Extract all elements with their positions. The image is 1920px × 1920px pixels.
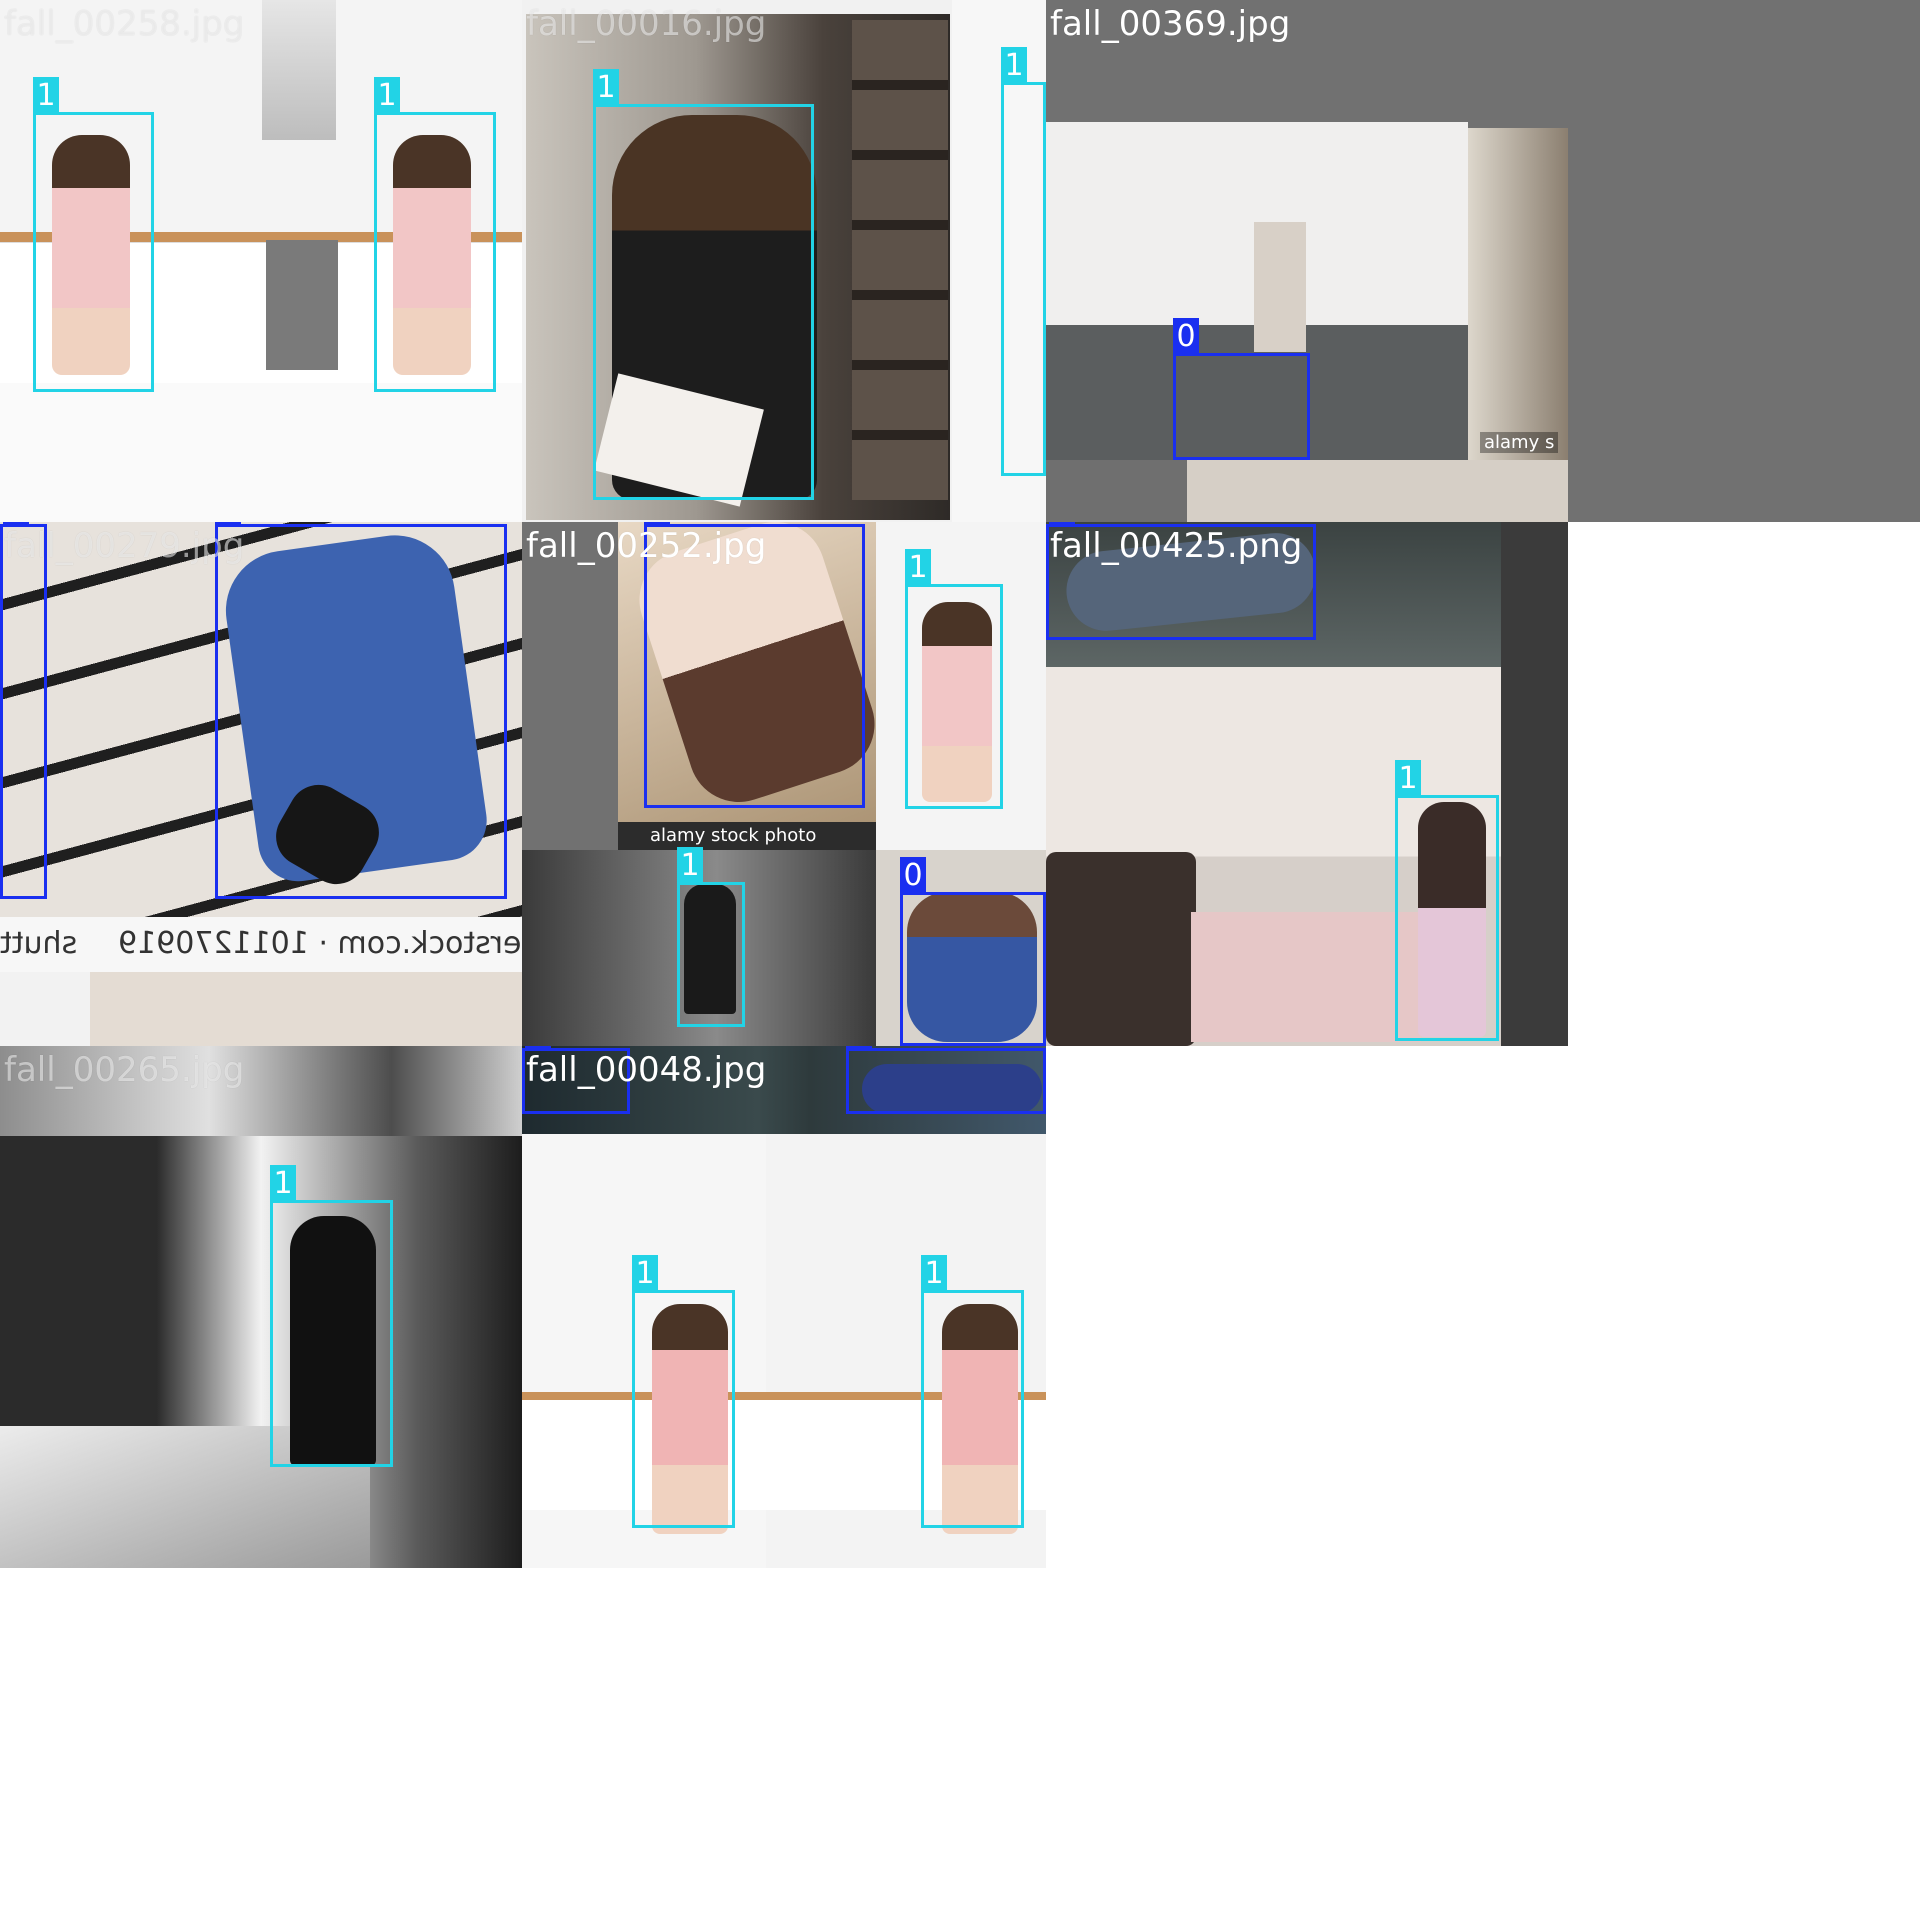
- woman-figure-left: [52, 135, 130, 375]
- tile-title: fall_00425.png: [1050, 526, 1303, 566]
- dark-strip: [1501, 522, 1568, 1046]
- bookshelf: [852, 20, 948, 500]
- tile-fall-00048: fall_00048.jpg 0 0 1 1: [522, 1046, 1046, 1568]
- class-label: 1: [593, 69, 619, 107]
- class-label: 0: [1173, 318, 1199, 356]
- library-strip: [1468, 128, 1568, 460]
- bottom-strip: [1046, 460, 1568, 522]
- fall-bounding-box: 0: [900, 857, 1046, 1046]
- range-hood: [262, 0, 336, 140]
- person-bounding-box: 1: [1001, 47, 1046, 476]
- class-label: 0: [846, 1046, 872, 1051]
- oven: [266, 240, 338, 370]
- alamy-watermark: alamy stock photo: [650, 825, 817, 846]
- class-label: 1: [374, 77, 400, 115]
- silhouette-man: [290, 1216, 376, 1466]
- class-label: 1: [270, 1165, 296, 1203]
- tile-title: fall_00048.jpg: [526, 1050, 767, 1090]
- class-label: 1: [677, 847, 703, 885]
- tile-title: fall_00369.jpg: [1050, 4, 1291, 44]
- standing-girl-figure: [1418, 802, 1486, 1037]
- woman-figure: [922, 602, 992, 802]
- tile-fall-00258: fall_00258.jpg 1 1: [0, 0, 522, 522]
- countertop: [522, 1392, 1046, 1400]
- class-label: 1: [632, 1255, 658, 1293]
- mattress: [1191, 912, 1421, 1042]
- class-label: 0: [900, 857, 926, 895]
- shutterstock-watermark: shutterstock.com · 1011270919: [118, 926, 522, 961]
- tile-fall-00369: alamy s fall_00369.jpg 0: [1046, 0, 1920, 522]
- person-bounding-box: 1: [593, 69, 814, 500]
- floor-tiles: [90, 972, 522, 1046]
- fall-bounding-box: 0: [644, 522, 865, 808]
- tile-fall-00252: alamy stock photo fall_00252.jpg 0 1 1 0: [522, 522, 1046, 1046]
- alamy-band: [618, 822, 876, 850]
- fall-bounding-box: 0: [0, 522, 47, 899]
- woman-figure-left: [652, 1304, 728, 1534]
- tile-fall-00279: shutterstock.com · 1011270919 shutt fall…: [0, 522, 522, 1046]
- class-label: 1: [921, 1255, 947, 1293]
- woman-figure-right: [393, 135, 471, 375]
- class-label: 0: [525, 1046, 551, 1051]
- alamy-watermark: alamy s: [1480, 432, 1559, 453]
- shutterstock-watermark-partial: shutt: [0, 926, 78, 961]
- person-bounding-box: 1: [921, 1255, 1024, 1528]
- door: [1254, 222, 1306, 352]
- sofa: [1046, 852, 1196, 1046]
- top-strip: [0, 1046, 522, 1136]
- tile-title: fall_00252.jpg: [526, 526, 767, 566]
- person-bounding-box: 1: [270, 1165, 393, 1467]
- tile-title: fall_00258.jpg: [4, 4, 245, 44]
- class-label: 1: [33, 77, 59, 115]
- class-label: 1: [905, 549, 931, 587]
- fall-bounding-box: 0: [846, 1046, 1046, 1114]
- tile-title: fall_00016.jpg: [526, 4, 767, 44]
- person-bounding-box: 1: [1395, 760, 1499, 1041]
- person-bounding-box: 1: [632, 1255, 735, 1528]
- watermark-band: [0, 917, 522, 972]
- fall-bounding-box: 0: [1173, 318, 1310, 460]
- class-label: 0: [215, 522, 241, 527]
- fallen-worker-figure: [862, 1064, 1042, 1114]
- tile-fall-00265: fall_00265.jpg 1: [0, 1046, 522, 1568]
- silhouette-man: [684, 884, 736, 1014]
- fall-bounding-box: 0: [1046, 522, 1316, 640]
- person-bounding-box: 1: [677, 847, 745, 1027]
- tile-title: fall_00279.jpg: [4, 526, 245, 566]
- woman-figure-right: [942, 1304, 1018, 1534]
- person-bounding-box: 1: [33, 77, 154, 392]
- fall-bounding-box: 0: [215, 522, 507, 899]
- fall-bounding-box: 0: [522, 1046, 630, 1114]
- side-strip-kitchen: [952, 0, 1046, 522]
- class-label: 1: [1001, 47, 1027, 85]
- tile-title: fall_00265.jpg: [4, 1050, 245, 1090]
- worker-figure: [907, 892, 1037, 1042]
- tile-fall-00425: fall_00425.png 0 1: [1046, 522, 1920, 1046]
- countertop: [0, 232, 522, 242]
- class-label: 0: [3, 522, 29, 527]
- person-bounding-box: 1: [905, 549, 1003, 809]
- class-label: 1: [1395, 760, 1421, 798]
- person-bounding-box: 1: [374, 77, 496, 392]
- tile-fall-00016: fall_00016.jpg 1 1: [522, 0, 1046, 522]
- class-label: 0: [1049, 522, 1075, 527]
- class-label: 0: [644, 522, 670, 527]
